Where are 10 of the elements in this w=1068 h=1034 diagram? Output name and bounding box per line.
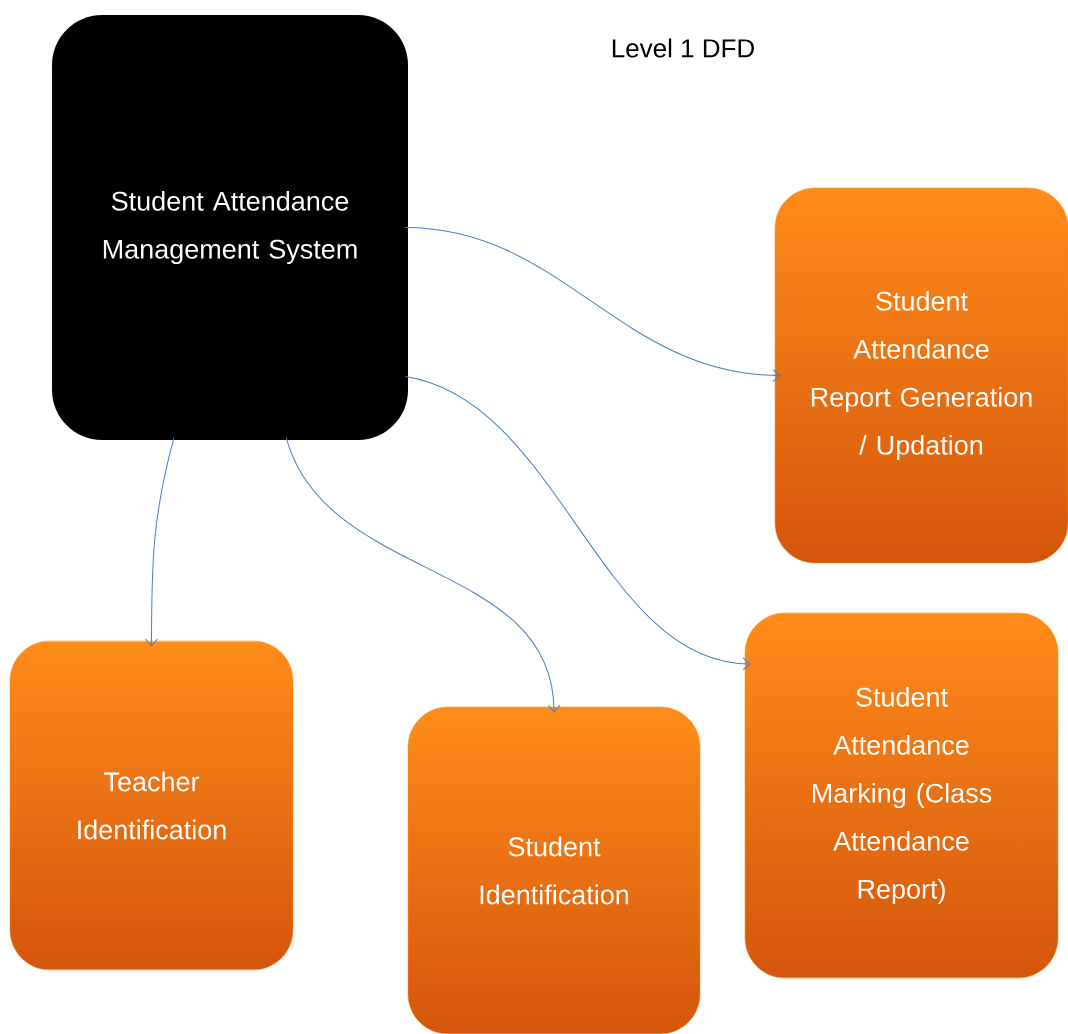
process-box: Teacher Identification bbox=[9, 640, 294, 971]
process-box: Student Attendance Marking (Class Attendance Report) bbox=[744, 612, 1059, 979]
process-box: Student Attendance Report Generation / Updation bbox=[774, 187, 1068, 564]
system-box: Student Attendance Management System bbox=[52, 15, 408, 440]
arrow bbox=[145, 436, 175, 647]
arrow bbox=[404, 376, 751, 671]
process-box: Student Identification bbox=[407, 706, 701, 1034]
arrow bbox=[404, 227, 781, 382]
arrow bbox=[285, 436, 561, 713]
diagram-title: Level 1 DFD bbox=[612, 38, 754, 58]
